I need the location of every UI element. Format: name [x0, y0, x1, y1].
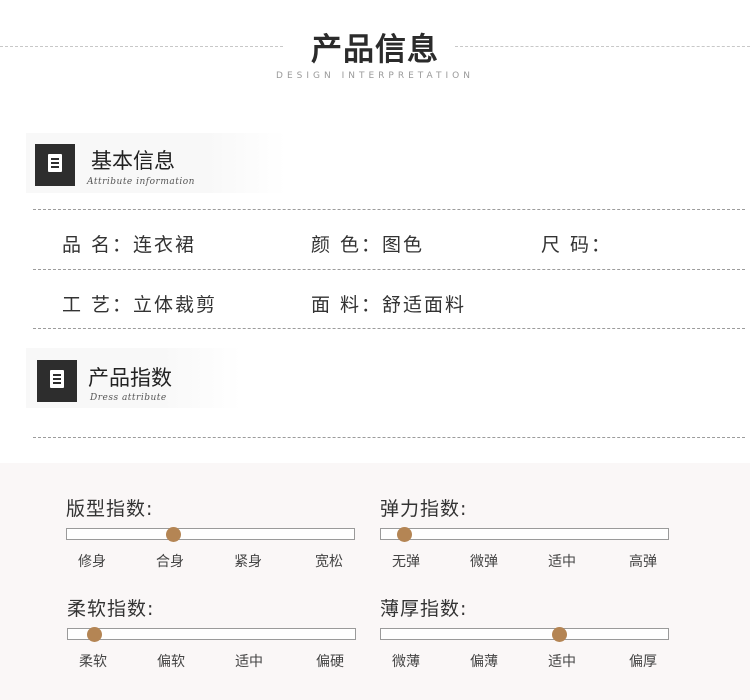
divider	[33, 328, 745, 329]
info-name-value: 连衣裙	[133, 234, 197, 256]
index-slider-track[interactable]	[380, 627, 669, 642]
info-name: 品 名：连衣裙	[62, 230, 196, 257]
index-slider-knob[interactable]	[396, 527, 412, 542]
index-section-band	[26, 348, 241, 408]
index-option-label: 柔软	[79, 654, 107, 670]
index-option-label: 无弹	[392, 554, 420, 570]
header-divider-right	[455, 46, 750, 47]
info-color: 颜 色：图色	[311, 230, 424, 257]
index-option-row: 柔软 偏软 适中 偏硬	[67, 651, 356, 670]
basic-section-title: 基本信息	[91, 149, 175, 173]
header-divider-left	[0, 46, 283, 47]
index-panel	[0, 463, 750, 700]
info-size-label: 尺 码：	[541, 234, 613, 256]
info-color-value: 图色	[382, 234, 425, 256]
index-slider-knob[interactable]	[86, 627, 102, 642]
info-name-label: 品 名：	[62, 234, 134, 256]
document-icon	[35, 144, 75, 186]
index-option-label: 微薄	[392, 654, 420, 670]
info-craft-label: 工 艺：	[62, 294, 134, 316]
document-icon	[37, 360, 77, 402]
divider	[33, 437, 745, 438]
info-fabric-value: 舒适面料	[382, 294, 467, 316]
index-option-label: 偏厚	[628, 654, 657, 670]
index-option-label: 偏硬	[315, 654, 344, 670]
index-option-label: 修身	[78, 554, 106, 570]
divider	[33, 269, 745, 270]
index-option-label: 宽松	[314, 554, 343, 570]
index-option-label: 合身	[156, 554, 185, 570]
index-option-label: 偏薄	[470, 654, 499, 670]
index-option-row: 修身 合身 紧身 宽松	[66, 551, 355, 570]
info-fabric-label: 面 料：	[311, 294, 383, 316]
info-size: 尺 码：	[541, 230, 612, 257]
index-section-title: 产品指数	[88, 366, 172, 390]
index-slider-knob[interactable]	[166, 527, 182, 542]
info-craft: 工 艺：立体裁剪	[62, 290, 217, 317]
index-slider-knob[interactable]	[551, 627, 567, 642]
index-option-label: 紧身	[234, 554, 263, 570]
index-option-label: 高弹	[628, 554, 657, 570]
info-craft-value: 立体裁剪	[133, 294, 218, 316]
index-option-label: 微弹	[470, 554, 499, 570]
page-subtitle: DESIGN INTERPRETATION	[276, 71, 474, 81]
index-label: 薄厚指数:	[380, 598, 468, 620]
index-label: 柔软指数:	[67, 598, 155, 620]
info-fabric: 面 料：舒适面料	[311, 290, 466, 317]
index-label: 弹力指数:	[380, 498, 468, 520]
index-option-label: 适中	[235, 654, 264, 670]
index-slider-track[interactable]	[380, 527, 669, 542]
basic-section-caption: Attribute information	[87, 177, 195, 187]
divider	[33, 209, 745, 210]
page-title: 产品信息	[311, 32, 439, 68]
index-option-label: 适中	[548, 554, 577, 570]
info-color-label: 颜 色：	[311, 234, 383, 256]
index-option-row: 微薄 偏薄 适中 偏厚	[380, 651, 669, 670]
index-option-label: 偏软	[157, 654, 186, 670]
index-option-row: 无弹 微弹 适中 高弹	[380, 551, 669, 570]
index-label: 版型指数:	[66, 498, 154, 520]
index-option-label: 适中	[548, 654, 577, 670]
index-section-caption: Dress attribute	[90, 393, 167, 403]
index-slider-track[interactable]	[67, 627, 356, 642]
index-slider-track[interactable]	[66, 527, 355, 542]
